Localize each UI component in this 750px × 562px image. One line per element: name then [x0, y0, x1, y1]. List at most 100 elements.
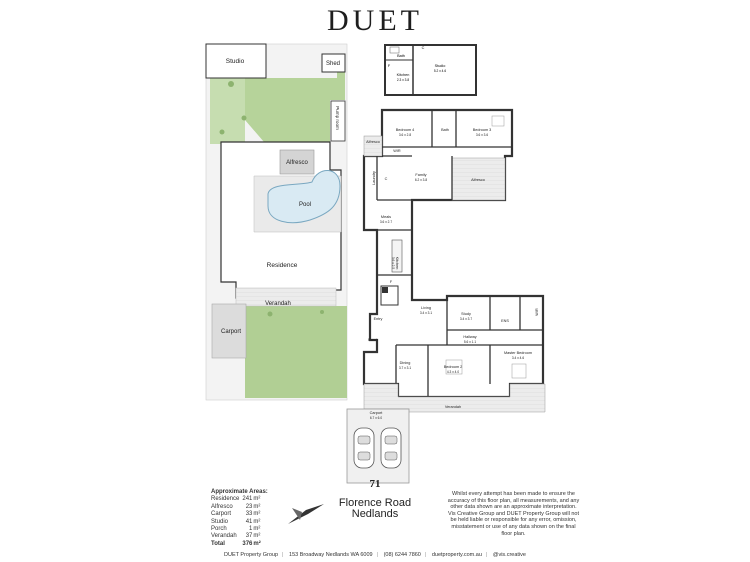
car-left: [353, 427, 375, 469]
label-site-pool: Pool: [299, 202, 311, 208]
site-verandah: [235, 287, 337, 307]
label-f-mid: F: [390, 280, 393, 284]
address-number: 71: [369, 478, 381, 490]
label-bedroom4: Bedroom 4: [396, 128, 415, 132]
label-laundry: Laundry: [372, 171, 376, 185]
house-plan: Bath C F Kitchen 2.3 x 3.8 Studio 5.2 x …: [346, 44, 546, 484]
site-carport: [211, 303, 247, 359]
address-street: Florence Road: [338, 497, 412, 509]
area-unit: m²: [253, 533, 261, 540]
label-f-top: F: [388, 64, 391, 68]
label-bath-top: Bath: [397, 54, 405, 58]
label-entry: Entry: [374, 317, 383, 321]
label-alfresco-right: Alfresco: [471, 178, 485, 182]
label-carport-dim: 6.7 x 6.0: [370, 416, 382, 420]
label-c-top: C: [422, 46, 425, 50]
area-unit: m²: [253, 496, 261, 503]
area-unit: m²: [253, 518, 261, 525]
label-living: Living: [421, 306, 431, 310]
area-value: 241: [242, 496, 253, 503]
footer-phone: (08) 6244 7860: [383, 552, 421, 558]
label-site-residence: Residence: [267, 262, 298, 269]
label-family: Family: [415, 173, 426, 177]
site-alfresco: [279, 149, 315, 175]
label-bedroom3: Bedroom 3: [473, 128, 492, 132]
verandah-floor: [363, 383, 546, 413]
label-bath-mid: Bath: [441, 128, 449, 132]
footer-street: 153 Broadway Nedlands WA 6009: [289, 552, 373, 558]
label-hallway-dim: 5.6 x 1.1: [464, 340, 476, 344]
area-name: Carport: [211, 511, 232, 518]
area-name: Alfresco: [211, 503, 233, 510]
label-ens: ENS: [501, 319, 509, 323]
area-value: 37: [245, 533, 253, 540]
label-alfresco-left: Alfresco: [366, 140, 380, 144]
label-site-alfresco: Alfresco: [286, 160, 308, 166]
area-unit: m²: [253, 503, 261, 510]
label-meals-dim: 3.6 x 2.7: [380, 220, 392, 224]
area-total-value: 376: [242, 540, 253, 547]
lawn-left: [210, 78, 245, 144]
label-dining: Dining: [400, 361, 411, 365]
label-family-dim: 6.2 x 3.8: [415, 178, 427, 182]
area-total-label: Total: [211, 540, 225, 547]
area-value: 33: [245, 511, 253, 518]
area-unit: m²: [253, 526, 261, 533]
label-bedroom4-dim: 3.6 x 2.8: [399, 133, 411, 137]
area-value: 1: [249, 526, 253, 533]
label-living-dim: 3.4 x 3.1: [420, 311, 432, 315]
site-studio: [205, 43, 267, 79]
site-plan: Studio Shed Pump room Alfresco Pool Resi…: [205, 43, 348, 401]
area-unit: m²: [253, 511, 261, 518]
area-name: Studio: [211, 518, 229, 525]
label-hallway: Hallway: [463, 335, 476, 339]
area-value: 23: [245, 503, 253, 510]
label-bedroom2: Bedroom 2: [444, 365, 463, 369]
label-studio-room: Studio: [435, 64, 446, 68]
label-carport: Carport: [370, 411, 384, 415]
label-site-studio: Studio: [226, 58, 245, 65]
area-name: Verandah: [211, 533, 237, 540]
label-study-dim: 3.4 x 3.7: [460, 317, 472, 321]
north-arrow-icon: [288, 504, 324, 524]
label-wir: WIR: [393, 149, 401, 153]
label-pump-room: Pump room: [335, 106, 340, 130]
label-site-shed: Shed: [326, 61, 340, 67]
label-kitchen-mid: Kitchen: [395, 257, 399, 270]
lawn-bottom: [245, 306, 347, 398]
label-master-bedroom: Master Bedroom: [504, 351, 532, 355]
brand-logo: DUET: [327, 4, 423, 37]
disclaimer-text: Whilst every attempt has been made to en…: [447, 491, 580, 537]
label-dining-dim: 3.7 x 3.1: [399, 366, 411, 370]
label-study: Study: [461, 312, 471, 316]
car-right: [380, 427, 402, 469]
label-studio-room-dim: 5.2 x 4.6: [434, 69, 446, 73]
alfresco-right: [451, 157, 506, 201]
alfresco-left: [363, 135, 383, 157]
area-value: 41: [245, 518, 253, 525]
area-name: Residence: [211, 496, 240, 503]
label-wir-right: WIR: [535, 308, 539, 316]
site-pump-room: [330, 100, 346, 142]
area-name: Porch: [211, 526, 227, 533]
areas-heading: Approximate Areas:: [211, 489, 268, 495]
label-porch: Porch: [368, 338, 378, 342]
label-c-mid: C: [385, 177, 388, 181]
footer-web[interactable]: duetproperty.com.au: [431, 552, 482, 558]
label-kitchen-top-dim: 2.3 x 3.8: [397, 78, 409, 82]
studio-building: [384, 44, 477, 96]
label-master-bedroom-dim: 3.4 x 4.6: [512, 356, 524, 360]
area-total-unit: m²: [253, 540, 261, 547]
lawn-top: [245, 72, 345, 142]
label-kitchen-top: Kitchen: [397, 73, 410, 77]
label-verandah: Verandah: [445, 405, 461, 409]
site-shed: [321, 53, 346, 73]
